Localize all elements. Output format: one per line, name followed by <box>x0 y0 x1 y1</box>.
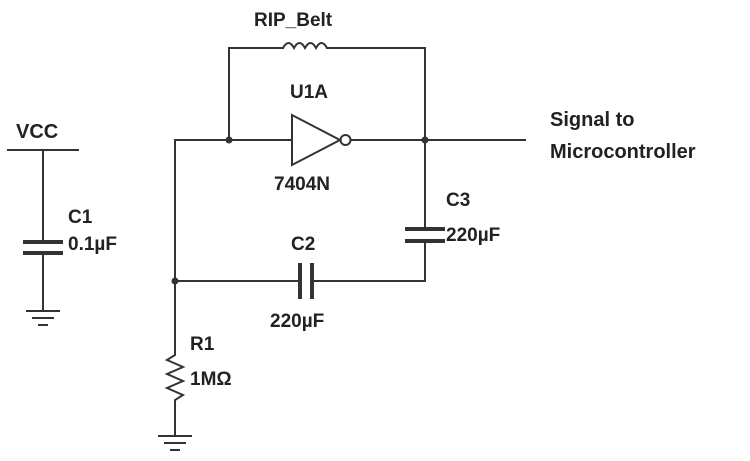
circuit-wires <box>174 47 526 346</box>
output-label-line2: Microcontroller <box>550 141 696 163</box>
output-label-line1: Signal to <box>550 109 634 131</box>
c3-symbol <box>405 227 445 243</box>
inductor-ref-label: RIP_Belt <box>254 10 333 31</box>
u1-ref-label: U1A <box>290 82 328 103</box>
c3-value-label: 220µF <box>446 225 500 246</box>
c1-subcircuit <box>7 149 79 326</box>
vcc-label: VCC <box>16 121 58 143</box>
c1-ref-label: C1 <box>68 207 93 228</box>
junction-dots <box>171 136 429 285</box>
c3-ref-label: C3 <box>446 190 470 211</box>
u1-part-label: 7404N <box>274 174 330 195</box>
r1-ref-label: R1 <box>190 334 215 355</box>
c1-value-label: 0.1µF <box>68 234 117 255</box>
ground-symbol-c1 <box>26 310 60 326</box>
ground-symbol-r1 <box>158 435 192 451</box>
junction-dot <box>171 277 179 285</box>
r1-symbol <box>164 345 186 435</box>
junction-dot <box>421 136 429 144</box>
c2-symbol <box>298 263 314 299</box>
r1-value-label: 1MΩ <box>190 369 232 390</box>
junction-dot <box>225 136 233 144</box>
inductor-symbol <box>282 42 328 51</box>
c2-value-label: 220µF <box>270 311 324 332</box>
inverter-symbol <box>291 113 352 167</box>
c2-ref-label: C2 <box>291 234 315 255</box>
